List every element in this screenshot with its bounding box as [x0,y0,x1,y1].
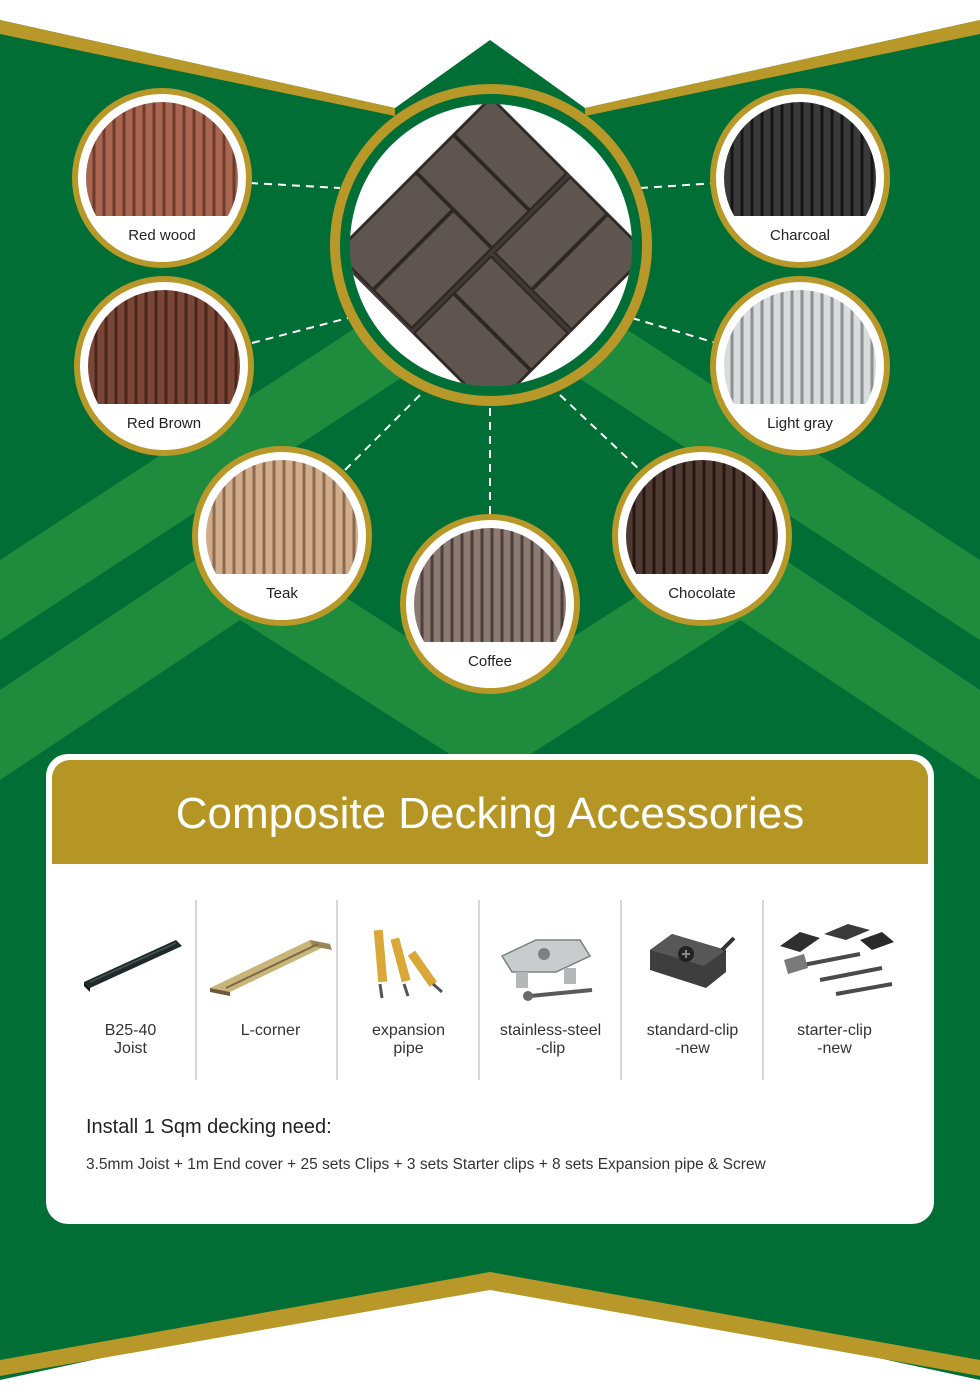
swatch-red-wood[interactable]: Red wood [72,88,252,268]
divider [195,900,197,1080]
joist-icon [84,940,182,992]
accessory-l-corner[interactable]: L-corner [200,900,341,1080]
connector-lines [249,182,719,520]
accessory-standard-clip[interactable]: standard-clip -new [622,900,763,1080]
accessory-joist[interactable]: B25-40 Joist [60,900,201,1080]
accessory-label-line2: -new [817,1040,852,1057]
starter-clip-icon [780,924,894,996]
steel-clip-icon [500,939,593,1001]
divider [620,900,622,1080]
accessories-header: Composite Decking Accessories [52,760,928,864]
accessory-label: starter-clip -new [764,1022,905,1058]
swatch-chocolate[interactable]: Chocolate [612,446,792,626]
accessory-label-line2: -new [675,1040,710,1057]
accessory-expansion-pipe[interactable]: expansion pipe [338,900,479,1080]
accessory-label-line1: B25-40 [104,1022,157,1039]
standard-clip-icon [650,934,736,988]
l-corner-icon [210,940,332,996]
swatch-label: Coffee [406,642,574,688]
swatch-charcoal[interactable]: Charcoal [710,88,890,268]
swatch-label: Teak [198,574,366,620]
accessory-label-line1: stainless-steel [499,1022,602,1039]
install-requirements-title: Install 1 Sqm decking need: [86,1116,332,1138]
swatch-red-brown[interactable]: Red Brown [74,276,254,456]
deck-tile-icon [350,104,632,386]
swatch-label: Light gray [716,404,884,450]
accessory-label: standard-clip -new [622,1022,763,1058]
divider [762,900,764,1080]
accessories-title: Composite Decking Accessories [175,789,805,838]
swatch-label: Red wood [78,216,246,262]
divider [478,900,480,1080]
accessory-starter-clip[interactable]: starter-clip -new [764,900,905,1080]
accessory-label: expansion pipe [338,1022,479,1058]
swatch-label: Red Brown [80,404,248,450]
top-gold-v-right [585,20,980,116]
accessory-label-line1: starter-clip [797,1022,872,1039]
accessory-label-line1: standard-clip [646,1022,739,1039]
accessory-label: stainless-steel -clip [480,1022,621,1058]
accessory-label-line2: pipe [393,1040,424,1057]
deck-tile-image [350,104,632,386]
bottom-white-v [0,1274,980,1400]
accessory-label-line1: expansion [372,1022,445,1039]
accessories-panel: Composite Decking Accessories B25-40 Joi… [46,754,934,1224]
deck-tile-hub [330,84,652,406]
swatch-light-gray[interactable]: Light gray [710,276,890,456]
install-requirements-text: 3.5mm Joist + 1m End cover + 25 sets Cli… [86,1156,766,1173]
accessory-label: B25-40 Joist [60,1022,201,1058]
swatch-label: Chocolate [618,574,786,620]
accessory-label: L-corner [200,1022,341,1040]
divider [336,900,338,1080]
swatch-teak[interactable]: Teak [192,446,372,626]
swatch-coffee[interactable]: Coffee [400,514,580,694]
accessory-label-line1: L-corner [240,1022,301,1039]
accessory-label-line2: -clip [535,1040,566,1057]
top-gold-v-left [0,20,395,116]
swatch-label: Charcoal [716,216,884,262]
accessory-label-line2: Joist [114,1040,147,1057]
accessory-stainless-steel-clip[interactable]: stainless-steel -clip [480,900,621,1080]
hub-ring [340,94,642,396]
top-white-v [0,0,980,108]
expansion-pipe-icon [373,929,443,999]
